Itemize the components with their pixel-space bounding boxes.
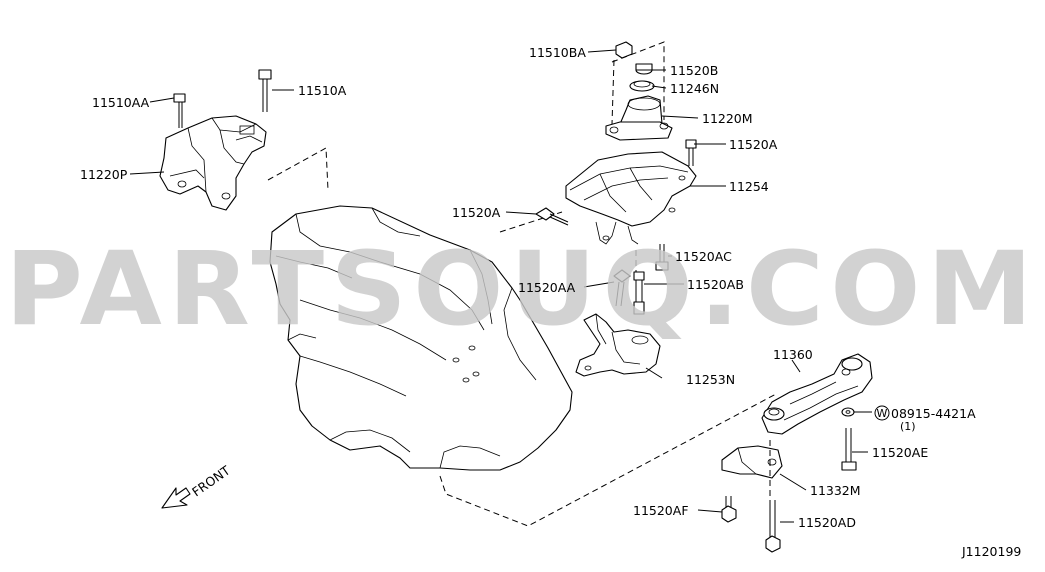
engine-block-drawing	[269, 205, 573, 471]
part-label-11246N[interactable]: 11246N	[670, 81, 719, 96]
bolt-11520AE-drawing	[841, 428, 857, 471]
part-label-11520A-upper[interactable]: 11520A	[729, 137, 778, 152]
bracket-11332M-drawing	[721, 445, 783, 479]
part-label-11520AF[interactable]: 11520AF	[633, 503, 689, 518]
part-label-11510AA[interactable]: 11510AA	[92, 95, 150, 110]
part-label-11520A-lower[interactable]: 11520A	[452, 205, 501, 220]
bolt-11520AD-drawing	[765, 500, 781, 553]
part-label-11520AA[interactable]: 11520AA	[518, 280, 576, 295]
left-engine-mount-drawing	[159, 115, 267, 211]
part-label-11220P[interactable]: 11220P	[80, 167, 128, 182]
watermark: PARTSOUQ.COM	[5, 230, 1039, 349]
front-arrow-icon	[161, 487, 191, 509]
washer-symbol-icon	[874, 405, 890, 421]
part-label-11332M[interactable]: 11332M	[810, 483, 861, 498]
bolt-11510AA-drawing	[173, 93, 186, 128]
front-label: FRONT	[189, 462, 233, 499]
top-mount-stack-drawing	[565, 41, 697, 245]
part-label-11510A[interactable]: 11510A	[298, 83, 347, 98]
front-indicator: FRONT	[161, 462, 233, 509]
part-label-quantity: (1)	[900, 420, 916, 433]
part-label-11360[interactable]: 11360	[773, 347, 813, 362]
leader-lines	[129, 49, 872, 523]
part-label-11520AE[interactable]: 11520AE	[872, 445, 928, 460]
washer-drawing	[841, 407, 855, 417]
bolt-11520AF-drawing	[721, 496, 737, 523]
part-label-11520AD[interactable]: 11520AD	[798, 515, 856, 530]
part-label-11220M[interactable]: 11220M	[702, 111, 753, 126]
bolt-11510A-drawing	[258, 69, 272, 112]
bracket-11253N-drawing	[575, 313, 661, 377]
bolt-11520A-lower-drawing	[535, 207, 569, 226]
bolt-11520AC-drawing	[655, 244, 669, 271]
part-label-11520B[interactable]: 11520B	[670, 63, 718, 78]
part-label-08915-4421A[interactable]: 08915-4421A	[891, 406, 976, 421]
bolt-11520AB-drawing	[633, 271, 645, 315]
part-label-11253N[interactable]: 11253N	[686, 372, 735, 387]
part-label-11520AC[interactable]: 11520AC	[675, 249, 732, 264]
part-label-11520AB[interactable]: 11520AB	[687, 277, 744, 292]
bolt-11520AA-drawing	[613, 269, 631, 307]
drawing-code: J1120199	[961, 544, 1021, 559]
part-labels: 11510BA 11520B 11246N 11220M 11520A 1125…	[80, 45, 976, 530]
part-label-11510BA[interactable]: 11510BA	[529, 45, 586, 60]
torque-rod-11360-drawing	[761, 353, 873, 435]
part-label-11254[interactable]: 11254	[729, 179, 769, 194]
washer-symbol-letter: W	[877, 407, 888, 420]
